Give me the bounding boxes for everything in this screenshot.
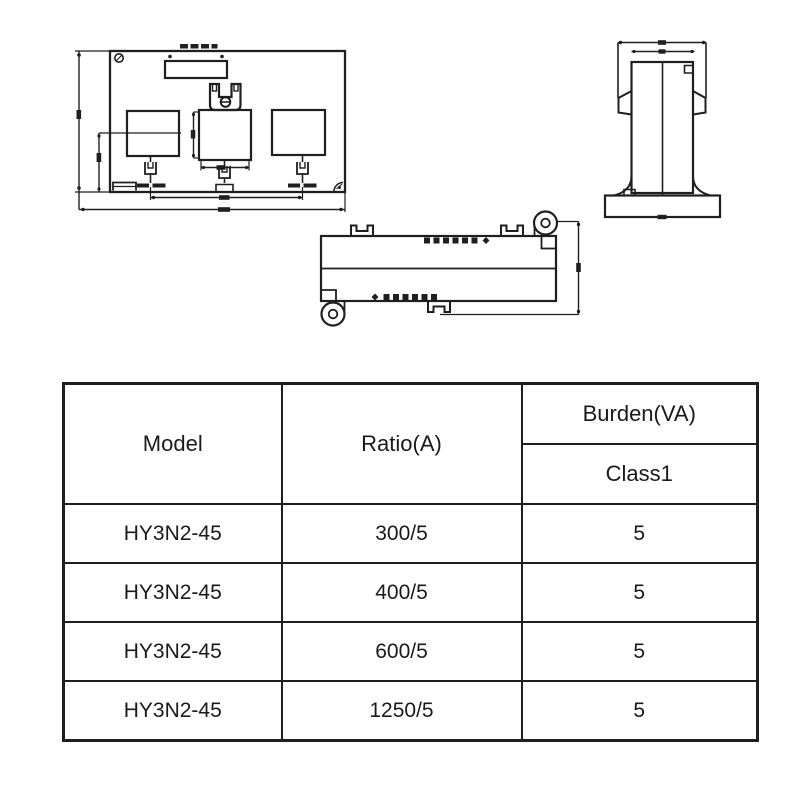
side-width-dimension-outer xyxy=(618,40,706,45)
col-header-burden: Burden(VA) xyxy=(520,382,759,445)
cell-model: HY3N2-45 xyxy=(62,503,283,564)
col-header-class: Class1 xyxy=(520,443,759,505)
base-pads xyxy=(112,181,317,191)
cell-model: HY3N2-45 xyxy=(62,621,283,682)
cell-model: HY3N2-45 xyxy=(62,680,283,742)
technical-drawings xyxy=(75,40,722,327)
cell-class1: 5 xyxy=(520,680,759,742)
side-base-step xyxy=(623,188,636,196)
corner-fan-detail xyxy=(333,181,344,192)
dim-text xyxy=(76,110,82,119)
window-dimension-vertical xyxy=(190,111,199,159)
front-view-drawing xyxy=(75,44,347,212)
width-dimension-outer xyxy=(79,192,346,212)
window-center xyxy=(197,108,253,162)
cell-class1: 5 xyxy=(520,621,759,682)
dim-text xyxy=(657,214,667,220)
cell-ratio: 400/5 xyxy=(280,562,523,623)
height-dimension-inner xyxy=(96,132,181,192)
side-top-notch xyxy=(683,64,693,74)
cell-model: HY3N2-45 xyxy=(62,562,283,623)
col-header-model: Model xyxy=(62,382,283,505)
side-wing-right xyxy=(692,90,707,116)
spec-table: Model Ratio(A) Burden(VA) Class1 HY3N2-4… xyxy=(62,382,759,742)
dim-text xyxy=(96,153,102,162)
cell-ratio: 300/5 xyxy=(280,503,523,564)
table-row: HY3N2-45 600/5 5 xyxy=(62,621,759,682)
mounting-ear-top-right xyxy=(532,210,559,250)
side-wing-left xyxy=(617,90,632,116)
slot-dimension xyxy=(168,44,224,59)
cell-class1: 5 xyxy=(520,503,759,564)
dim-text xyxy=(219,195,230,200)
side-base-outline xyxy=(603,194,722,219)
foot-clip-right xyxy=(296,155,309,183)
side-view-drawing xyxy=(603,40,722,220)
mounting-ear-bottom-left xyxy=(320,289,346,327)
top-view-depth-dimension xyxy=(440,220,581,316)
top-view-drawing xyxy=(319,210,581,327)
top-clip-left xyxy=(350,224,374,236)
window-right xyxy=(270,108,327,157)
cell-ratio: 1250/5 xyxy=(280,680,523,742)
dim-text xyxy=(190,130,196,139)
dim-text xyxy=(576,263,581,272)
corner-screw-icon xyxy=(114,52,125,63)
mounting-slot xyxy=(163,59,229,80)
cell-ratio: 600/5 xyxy=(280,621,523,682)
table-row: HY3N2-45 1250/5 5 xyxy=(62,680,759,742)
front-body-outline xyxy=(108,49,347,194)
cell-class1: 5 xyxy=(520,562,759,623)
col-header-ratio: Ratio(A) xyxy=(280,382,523,505)
side-width-dimension-inner xyxy=(631,49,695,54)
width-dimension-inner xyxy=(149,187,304,200)
bottom-clip xyxy=(427,301,451,313)
top-clip-right xyxy=(500,224,524,236)
foot-clip-center xyxy=(218,160,231,183)
window-dimension-horizontal xyxy=(200,160,250,171)
top-clip-detail xyxy=(208,82,242,112)
terminal-markings-top xyxy=(424,237,490,244)
dim-text xyxy=(216,165,226,170)
terminal-markings-bottom xyxy=(371,293,437,301)
height-dimension-outer xyxy=(75,50,110,210)
foot-clip-left xyxy=(144,156,157,183)
table-row: HY3N2-45 400/5 5 xyxy=(62,562,759,623)
dim-text xyxy=(180,44,188,49)
dim-text xyxy=(218,207,230,212)
dim-text xyxy=(658,49,666,54)
table-row: HY3N2-45 300/5 5 xyxy=(62,503,759,564)
dim-text xyxy=(658,40,666,45)
